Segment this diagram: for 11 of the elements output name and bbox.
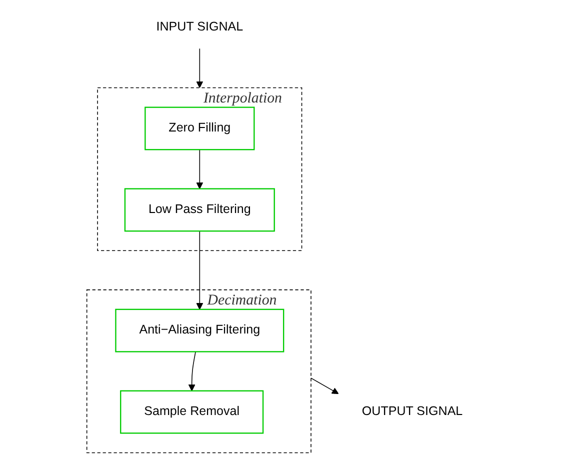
node-box: Anti−Aliasing Filtering xyxy=(115,308,284,352)
node-box: Zero Filling xyxy=(144,106,255,150)
arrow xyxy=(310,378,339,394)
arrow xyxy=(196,230,204,310)
arrow xyxy=(196,149,204,190)
node-text: INPUT SIGNAL xyxy=(156,20,244,34)
node-text: OUTPUT SIGNAL xyxy=(362,404,463,418)
node-box: Sample Removal xyxy=(120,390,264,434)
node-box: Low Pass Filtering xyxy=(124,188,275,232)
arrow xyxy=(196,48,204,88)
arrow xyxy=(188,351,196,392)
